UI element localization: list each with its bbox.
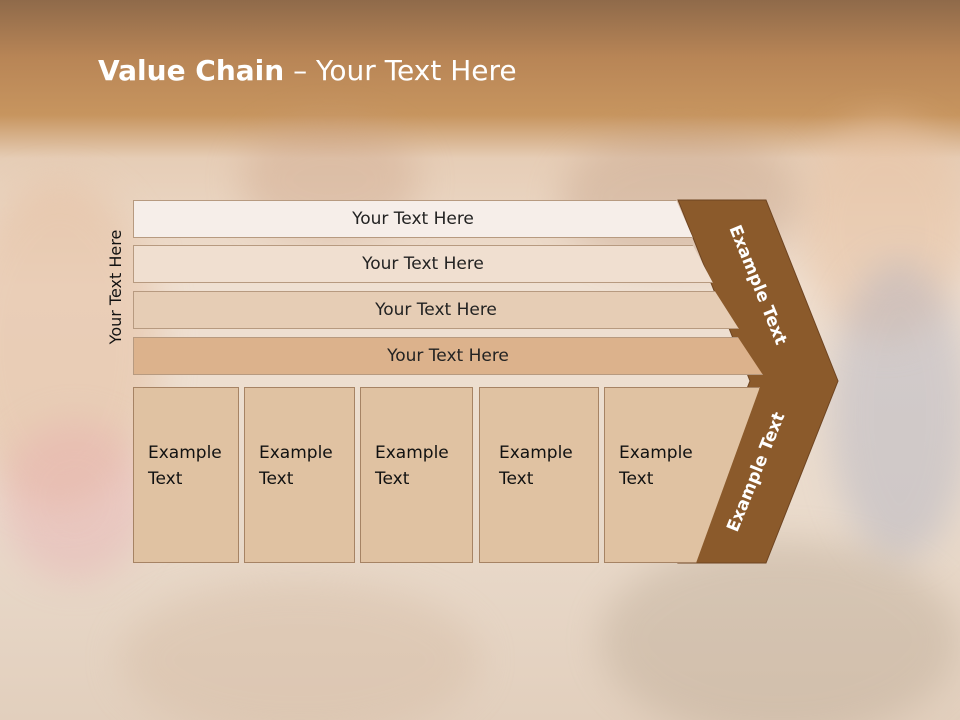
column-3-line2: Text [375,469,410,489]
column-1-line1: Example [148,443,222,463]
title-bold: Value Chain [98,54,285,87]
slide-title: Value Chain – Your Text Here [98,54,517,87]
chain-row-1: Your Text Here [133,200,693,238]
column-3-line1: Example [375,443,449,463]
chain-row-4: Your Text Here [133,337,763,375]
column-box-3: Example Text [360,387,473,563]
column-5-line1: Example [619,443,693,463]
column-2-line2: Text [259,469,294,489]
column-4-line2: Text [499,469,534,489]
column-4-line1: Example [499,443,573,463]
column-2-line1: Example [259,443,333,463]
title-rest: – Your Text Here [284,54,517,87]
column-1-line2: Text [148,469,183,489]
chain-row-2: Your Text Here [133,245,713,283]
chain-row-3: Your Text Here [133,291,739,329]
column-box-2: Example Text [244,387,355,563]
column-box-1: Example Text [133,387,239,563]
column-5-line2: Text [619,469,654,489]
column-box-4: Example Text [479,387,599,563]
